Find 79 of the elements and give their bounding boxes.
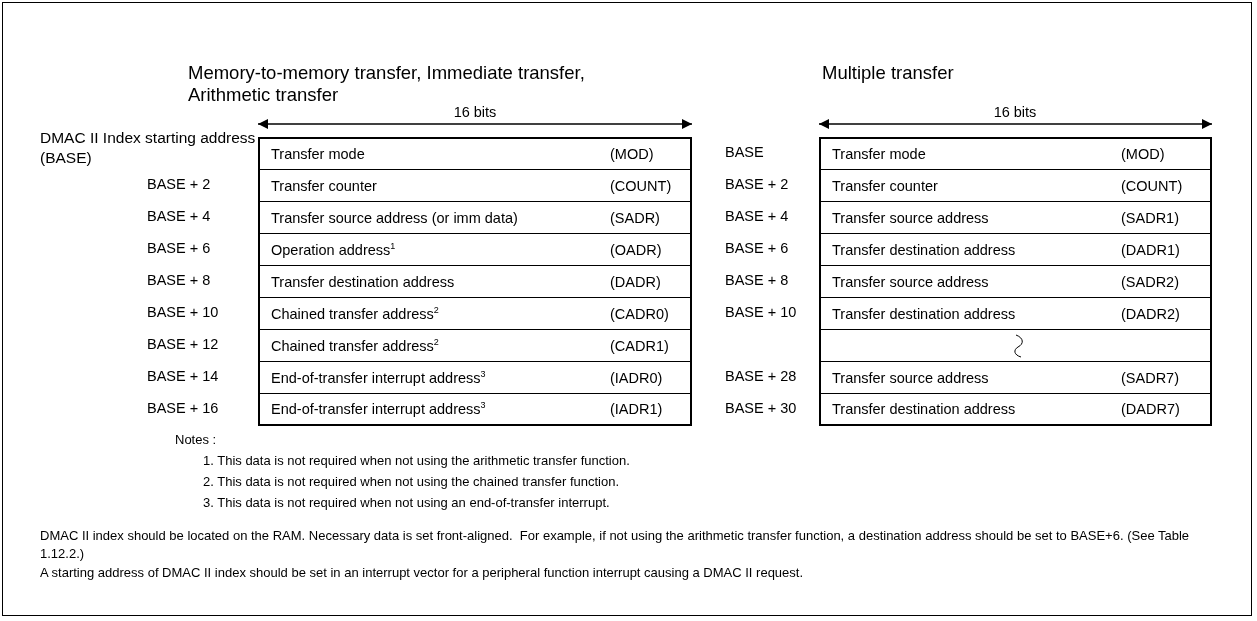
register-row xyxy=(819,233,1212,266)
explanation-text: DMAC II index should be located on the RAM. Necessary data is set front-aligned. For example, if not using the arithmetic transfer function, a destination address should be set to BASE+6. (See Table 1.12.2.) xyxy=(40,527,1191,563)
field-name: End-of-transfer interrupt address$^{3}$ xyxy=(271,401,486,417)
register-abbreviation: (DADR1) xyxy=(1121,241,1180,258)
register-abbreviation: (DADR7) xyxy=(1121,401,1180,417)
register-row xyxy=(258,329,692,362)
register-abbreviation: (COUNT) xyxy=(1121,177,1183,194)
dimension-label: 16 bits xyxy=(452,104,498,120)
field-name: Transfer destination address xyxy=(271,273,455,290)
register-abbreviation: (MOD) xyxy=(610,146,654,162)
address-label: BASE + 2 xyxy=(147,176,211,192)
register-abbreviation: (CADR0) xyxy=(610,305,669,322)
register-abbreviation: (DADR2) xyxy=(1121,305,1180,322)
register-row xyxy=(258,361,692,394)
footnote: 1. This data is not required when not using the arithmetic transfer function. xyxy=(203,453,630,468)
field-name: Operation address$^{1}$ xyxy=(271,241,396,258)
register-row xyxy=(819,137,1212,170)
table-heading: Memory-to-memory transfer, Immediate transfer, Arithmetic transfer xyxy=(188,62,586,106)
register-abbreviation: (COUNT) xyxy=(610,177,672,194)
field-name: Transfer destination address xyxy=(832,241,1016,258)
address-label: BASE + 10 xyxy=(725,304,797,320)
register-row xyxy=(258,297,692,330)
register-row xyxy=(819,393,1212,426)
register-row xyxy=(258,137,692,170)
register-row xyxy=(258,201,692,234)
address-label: BASE + 16 xyxy=(147,400,219,416)
field-name: Chained transfer address$^{2}$ xyxy=(271,337,439,354)
address-label: BASE + 6 xyxy=(725,240,789,256)
footnote: 3. This data is not required when not using an end-of-transfer interrupt. xyxy=(203,495,610,510)
register-row xyxy=(819,265,1212,298)
register-row xyxy=(819,169,1212,202)
notes-heading: Notes : xyxy=(175,432,217,447)
field-name: Transfer source address xyxy=(832,273,989,290)
register-abbreviation: (IADR0) xyxy=(610,369,663,386)
field-name: Transfer counter xyxy=(832,177,938,194)
address-label: BASE + 6 xyxy=(147,240,211,256)
address-label: BASE + 14 xyxy=(147,368,219,384)
register-abbreviation: (SADR1) xyxy=(1121,209,1179,226)
table-heading: Multiple transfer xyxy=(822,62,954,84)
field-name: End-of-transfer interrupt address$^{3}$ xyxy=(271,369,486,386)
footnote: 2. This data is not required when not using the chained transfer function. xyxy=(203,474,620,489)
register-abbreviation: (CADR1) xyxy=(610,337,669,354)
address-label: DMAC II Index starting address (BASE) xyxy=(40,128,256,168)
register-abbreviation: (SADR7) xyxy=(1121,369,1179,386)
register-row xyxy=(819,297,1212,330)
register-abbreviation: (SADR2) xyxy=(1121,273,1179,290)
address-label: BASE xyxy=(725,144,764,160)
address-label: BASE + 30 xyxy=(725,400,797,416)
omitted-rows xyxy=(819,329,1212,362)
address-label: BASE + 2 xyxy=(725,176,789,192)
field-name: Transfer source address xyxy=(832,209,989,226)
register-row xyxy=(258,233,692,266)
address-label: BASE + 4 xyxy=(725,208,789,224)
register-row xyxy=(258,265,692,298)
field-name: Transfer mode xyxy=(832,146,926,162)
register-abbreviation: (IADR1) xyxy=(610,401,663,417)
register-abbreviation: (DADR) xyxy=(610,273,661,290)
register-row xyxy=(258,393,692,426)
register-row xyxy=(819,201,1212,234)
field-name: Transfer source address (or imm data) xyxy=(271,209,518,226)
address-label: BASE + 4 xyxy=(147,208,211,224)
register-row xyxy=(258,169,692,202)
register-abbreviation: (SADR) xyxy=(610,209,660,226)
field-name: Transfer source address xyxy=(832,369,989,386)
field-name: Transfer counter xyxy=(271,177,377,194)
explanation-text: A starting address of DMAC II index should be set in an interrupt vector for a peripheral function interrupt causing a DMAC II request. xyxy=(40,565,804,580)
register-abbreviation: (MOD) xyxy=(1121,146,1165,162)
address-label: BASE + 8 xyxy=(725,272,789,288)
address-label: BASE + 8 xyxy=(147,272,211,288)
address-label: BASE + 10 xyxy=(147,304,219,320)
field-name: Chained transfer address$^{2}$ xyxy=(271,305,439,322)
field-name: Transfer destination address xyxy=(832,401,1016,417)
register-row xyxy=(819,361,1212,394)
field-name: Transfer mode xyxy=(271,146,365,162)
address-label: BASE + 12 xyxy=(147,336,219,352)
dimension-label: 16 bits xyxy=(992,104,1038,120)
field-name: Transfer destination address xyxy=(832,305,1016,322)
address-label: BASE + 28 xyxy=(725,368,797,384)
register-abbreviation: (OADR) xyxy=(610,241,662,258)
